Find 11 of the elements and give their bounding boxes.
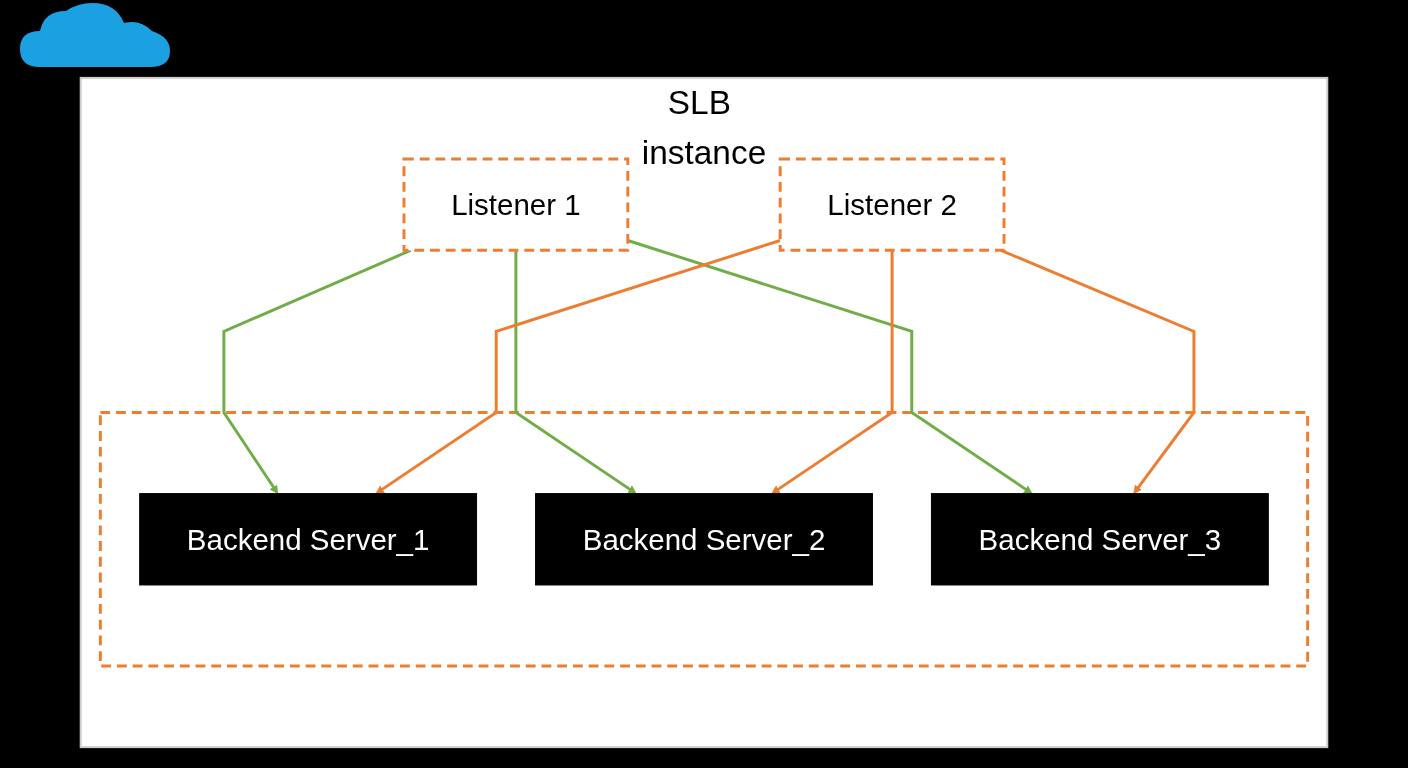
node-box: Listener 1 (402, 157, 630, 252)
node-box: Backend Server_3 (930, 493, 1269, 586)
arrow (514, 250, 637, 494)
arrow (1000, 249, 1196, 494)
node-box: Backend Server_1 (139, 493, 478, 586)
arrow (771, 250, 894, 494)
cluster (98, 411, 1310, 668)
node-box: Listener 2 (778, 157, 1006, 252)
node-box: Backend Server_2 (535, 493, 873, 586)
arrow (627, 239, 1033, 494)
arrow (375, 239, 781, 494)
